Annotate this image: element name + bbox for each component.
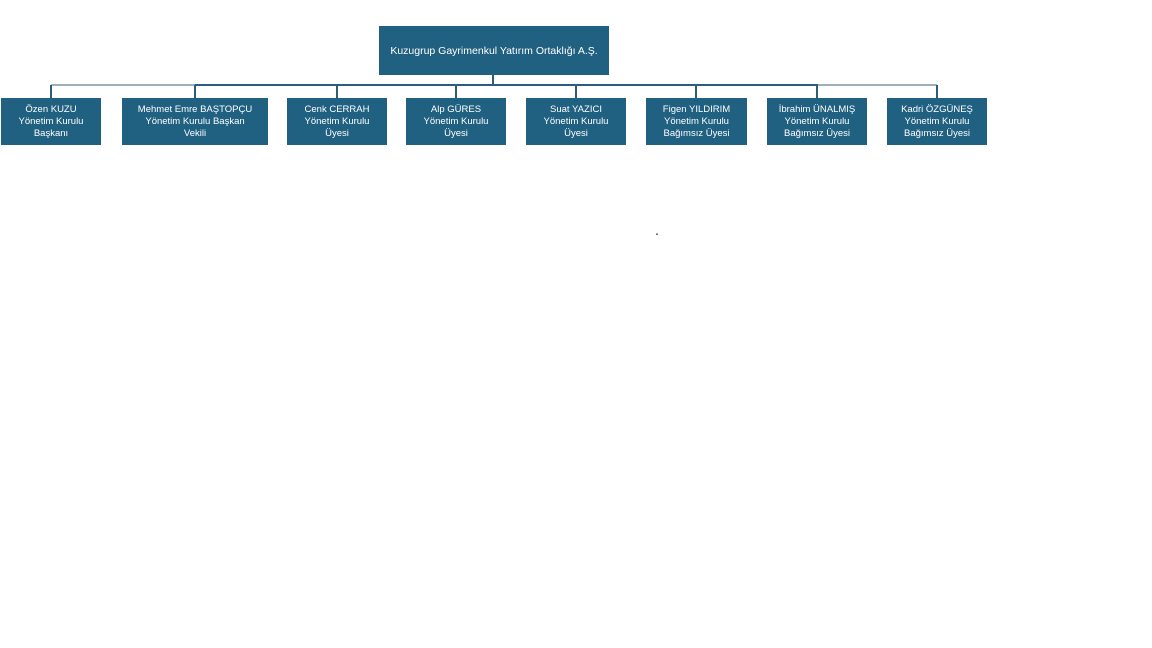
member-name: Özen KUZU (25, 103, 77, 115)
member-role: Yönetim Kurulu (904, 115, 970, 127)
member-role: Yönetim Kurulu (304, 115, 370, 127)
member-name: Cenk CERRAH (304, 103, 370, 115)
connector-drop-7 (816, 85, 818, 98)
connector-drop-1 (50, 85, 52, 98)
member-name: Suat YAZICI (550, 103, 602, 115)
connector-drop-2 (194, 85, 196, 98)
member-role2: Üyesi (564, 127, 588, 139)
member-name: Figen YILDIRIM (662, 103, 731, 115)
company-name-label: Kuzugrup Gayrimenkul Yatırım Ortaklığı A… (390, 44, 598, 57)
member-role: Yönetim Kurulu Başkan (145, 115, 245, 127)
org-node-member[interactable]: Özen KUZU Yönetim Kurulu Başkanı (1, 98, 101, 145)
connector-drop-5 (575, 85, 577, 98)
member-role: Yönetim Kurulu (423, 115, 489, 127)
member-role2: Bağımsız Üyesi (663, 127, 730, 139)
org-node-member[interactable]: Mehmet Emre BAŞTOPÇU Yönetim Kurulu Başk… (122, 98, 268, 145)
member-name: İbrahim ÜNALMIŞ (778, 103, 856, 115)
connector-drop-8 (936, 85, 938, 98)
org-node-member[interactable]: Figen YILDIRIM Yönetim Kurulu Bağımsız Ü… (646, 98, 747, 145)
connector-root-drop (492, 75, 494, 85)
org-node-company[interactable]: Kuzugrup Gayrimenkul Yatırım Ortaklığı A… (379, 26, 609, 75)
org-node-member[interactable]: Alp GÜRES Yönetim Kurulu Üyesi (406, 98, 506, 145)
member-name: Alp GÜRES (430, 103, 482, 115)
connector-drop-4 (455, 85, 457, 98)
member-role2: Bağımsız Üyesi (784, 127, 850, 139)
member-role: Yönetim Kurulu (543, 115, 609, 127)
connector-drop-3 (336, 85, 338, 98)
connector-horizontal-mid (195, 84, 818, 86)
org-node-member[interactable]: Kadri ÖZGÜNEŞ Yönetim Kurulu Bağımsız Üy… (887, 98, 987, 145)
member-role2: Üyesi (444, 127, 468, 139)
connector-drop-6 (695, 85, 697, 98)
member-role2: Vekili (183, 127, 207, 139)
member-role2: Üyesi (325, 127, 349, 139)
org-node-member[interactable]: Cenk CERRAH Yönetim Kurulu Üyesi (287, 98, 387, 145)
stray-period-text: . (655, 222, 659, 238)
member-name: Kadri ÖZGÜNEŞ (901, 103, 973, 115)
org-node-member[interactable]: Suat YAZICI Yönetim Kurulu Üyesi (526, 98, 626, 145)
connector-horizontal-right (818, 84, 937, 86)
member-role: Yönetim Kurulu (664, 115, 729, 127)
member-role: Yönetim Kurulu (784, 115, 850, 127)
member-name: Mehmet Emre BAŞTOPÇU (137, 103, 253, 115)
connector-horizontal-left (51, 84, 195, 86)
member-role: Yönetim Kurulu (18, 115, 84, 127)
org-node-member[interactable]: İbrahim ÜNALMIŞ Yönetim Kurulu Bağımsız … (767, 98, 867, 145)
member-role2: Başkanı (33, 127, 69, 139)
member-role2: Bağımsız Üyesi (904, 127, 970, 139)
